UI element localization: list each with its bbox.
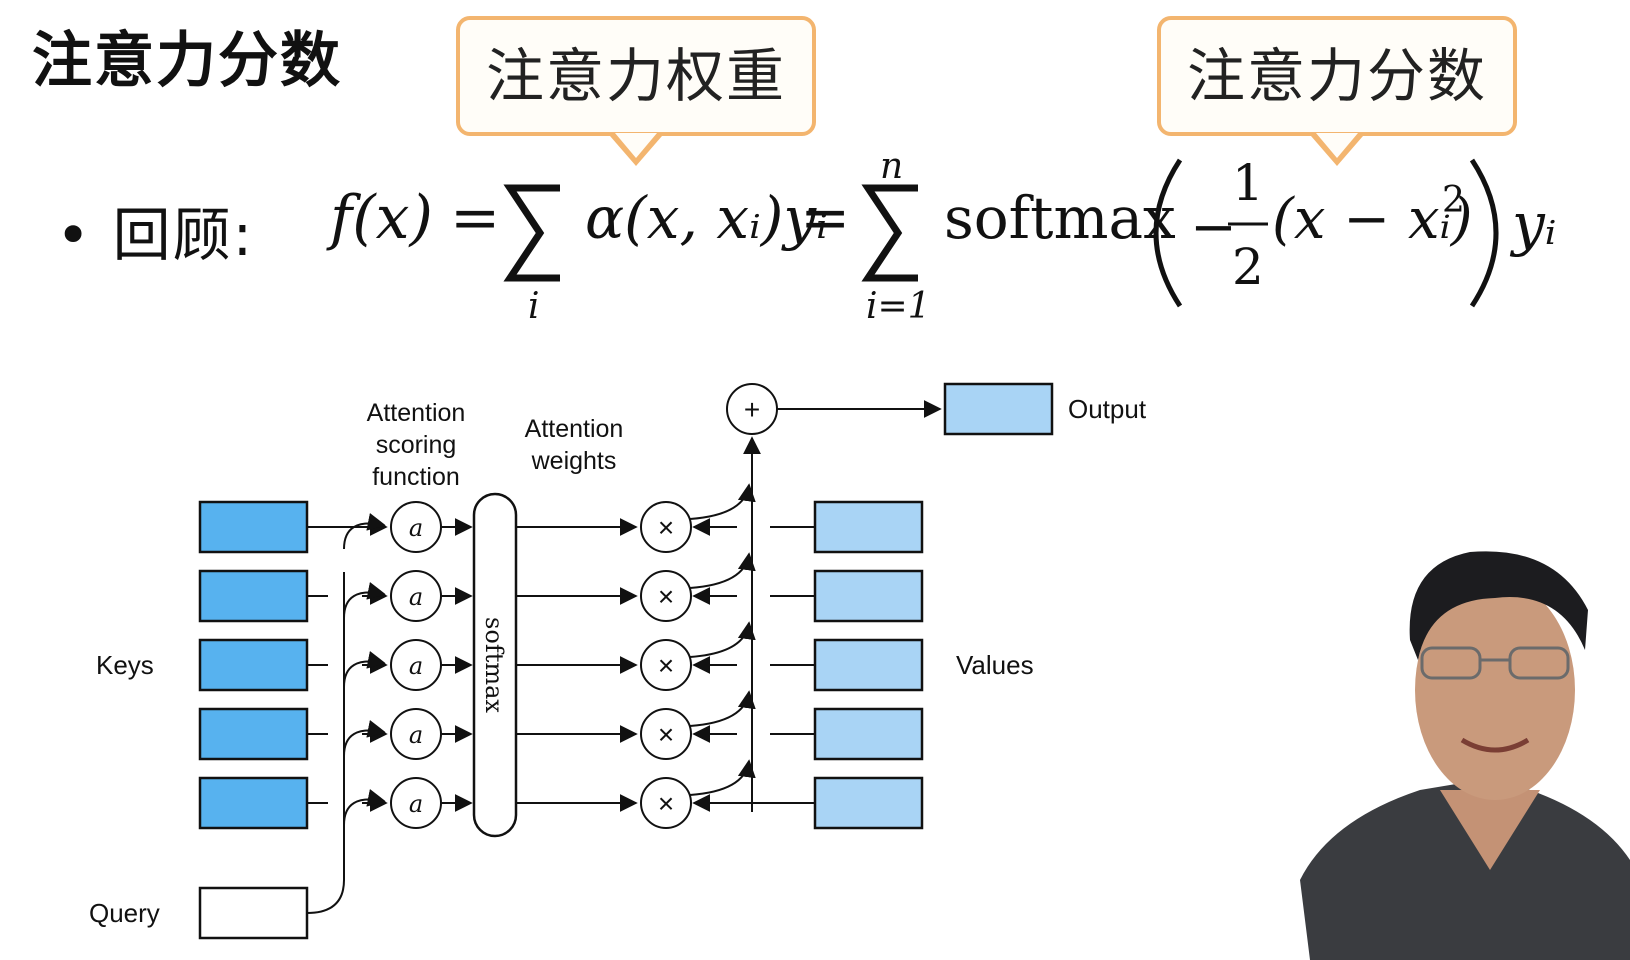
score-node-label: a bbox=[409, 514, 423, 542]
scoring-label-line-3: function bbox=[372, 463, 460, 491]
keys-label: Keys bbox=[96, 650, 154, 680]
query-branch-arrow bbox=[343, 720, 386, 757]
product-arrow bbox=[689, 759, 756, 796]
formula-inner: (x − xᵢ) bbox=[1272, 187, 1473, 252]
multiply-node bbox=[640, 777, 692, 829]
key-box bbox=[198, 776, 309, 830]
value-box bbox=[813, 638, 924, 692]
scoring-label-line-1: Attention bbox=[367, 399, 466, 427]
output-label: Output bbox=[1068, 394, 1147, 424]
score-node-label: a bbox=[409, 790, 423, 818]
formula-tail: yᵢ bbox=[1509, 190, 1556, 258]
output-box bbox=[943, 382, 1054, 436]
score-node-label: a bbox=[409, 652, 423, 680]
formula-lhs: f(x) bbox=[326, 183, 433, 253]
sum-1-subscript: i bbox=[528, 286, 540, 327]
attention-score-callout-text: 注意力分数 bbox=[1186, 42, 1487, 110]
key-box bbox=[198, 638, 309, 692]
query-branch-arrow bbox=[343, 789, 386, 826]
product-arrow bbox=[689, 621, 756, 658]
sum-node: + bbox=[726, 383, 778, 435]
value-box bbox=[813, 776, 924, 830]
value-box bbox=[813, 707, 924, 761]
score-node-label: a bbox=[409, 721, 423, 749]
presenter-neck bbox=[1440, 790, 1540, 870]
multiply-node bbox=[640, 708, 692, 760]
sum-2-superscript: n bbox=[880, 146, 903, 187]
values-label: Values bbox=[956, 650, 1034, 680]
fraction-numerator: 1 bbox=[1232, 154, 1264, 212]
multiply-node-label: × bbox=[658, 719, 674, 750]
sum-2-subscript: i=1 bbox=[866, 286, 931, 327]
left-paren bbox=[1153, 158, 1183, 308]
score-node-label: a bbox=[409, 583, 423, 611]
query-branch-arrow bbox=[343, 513, 386, 550]
attention-weight-callout: 注意力权重 bbox=[456, 16, 816, 166]
presenter-mouth bbox=[1460, 737, 1530, 753]
multiply-node bbox=[640, 501, 692, 553]
multiply-node-label: × bbox=[658, 788, 674, 819]
product-arrow bbox=[689, 690, 756, 727]
softmax-label: softmax bbox=[480, 617, 508, 713]
callout-tail-inner bbox=[1316, 133, 1358, 158]
fraction-denominator: 2 bbox=[1232, 238, 1264, 296]
sum-symbol-1 bbox=[503, 184, 560, 282]
presenter-glasses bbox=[1420, 646, 1570, 680]
multiply-node-label: × bbox=[658, 650, 674, 681]
formula-equals-1: = bbox=[450, 183, 500, 253]
presenter-shirt bbox=[1300, 780, 1630, 960]
query-trunk bbox=[306, 572, 345, 914]
value-box bbox=[813, 500, 924, 554]
attention-weights-label: Attention weights bbox=[525, 415, 624, 475]
multiply-node-label: × bbox=[658, 512, 674, 543]
attention-score-callout: 注意力分数 bbox=[1157, 16, 1517, 166]
query-branch-arrow bbox=[343, 582, 386, 619]
plus-glyph: + bbox=[744, 394, 760, 425]
key-box bbox=[198, 500, 309, 554]
key-box bbox=[198, 569, 309, 623]
diagram-rows: a × a × a × a × a × bbox=[198, 483, 924, 830]
formula-equals-2: = bbox=[800, 183, 850, 253]
query-label: Query bbox=[89, 898, 160, 928]
multiply-node-label: × bbox=[658, 581, 674, 612]
presenter-hair bbox=[1409, 551, 1588, 660]
scoring-function-label: Attention scoring function bbox=[367, 399, 466, 491]
presenter-face bbox=[1415, 580, 1575, 800]
key-box bbox=[198, 707, 309, 761]
scoring-label-line-2: scoring bbox=[376, 431, 457, 459]
review-label: • 回顾: bbox=[56, 201, 255, 269]
product-arrow bbox=[689, 552, 756, 589]
weights-label-line-2: weights bbox=[531, 447, 617, 475]
attention-weight-callout-text: 注意力权重 bbox=[485, 42, 786, 110]
softmax-word: softmax bbox=[944, 184, 1176, 252]
callout-tail-inner bbox=[615, 133, 657, 158]
sum-symbol-2 bbox=[861, 184, 918, 282]
multiply-node bbox=[640, 570, 692, 622]
query-branch-arrow bbox=[343, 651, 386, 688]
formula-minus: − bbox=[1190, 195, 1237, 260]
multiply-node bbox=[640, 639, 692, 691]
product-arrow bbox=[689, 483, 756, 520]
formula-term-1: α(x, xᵢ)yᵢ bbox=[585, 184, 828, 252]
formula: f(x) = i α(x, xᵢ)yᵢ = n i=1 softmax − 1 … bbox=[326, 146, 1556, 327]
slide-title: 注意力分数 bbox=[32, 26, 342, 96]
formula-power: 2 bbox=[1442, 180, 1465, 221]
weights-label-line-1: Attention bbox=[525, 415, 624, 443]
value-box bbox=[813, 569, 924, 623]
right-paren bbox=[1469, 158, 1499, 308]
